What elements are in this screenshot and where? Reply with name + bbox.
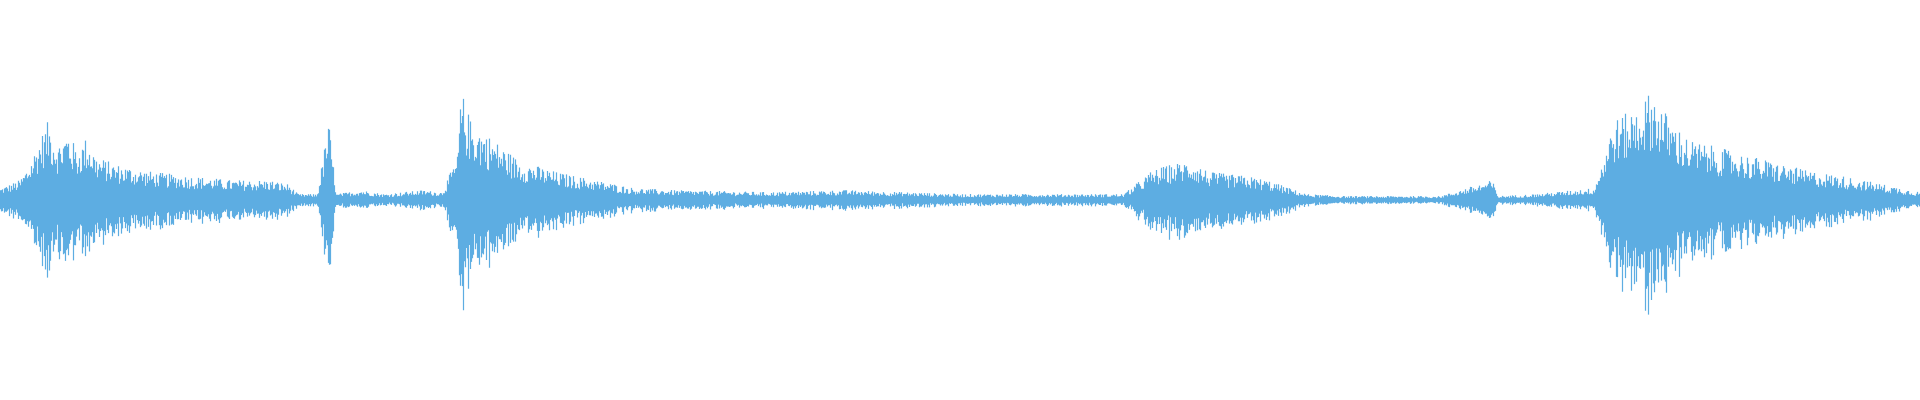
waveform-path [0, 95, 1920, 315]
waveform-samples [0, 95, 1920, 315]
